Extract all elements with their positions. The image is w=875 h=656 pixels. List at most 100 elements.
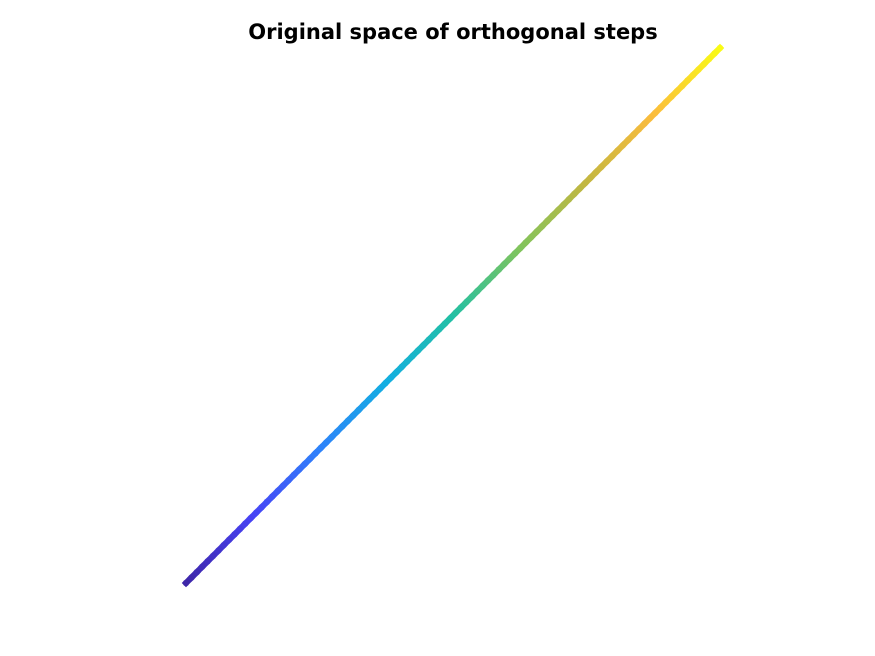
trajectory-point	[571, 190, 578, 198]
trajectory-point	[506, 255, 513, 262]
trajectory-point	[560, 201, 567, 208]
trajectory-point	[242, 520, 249, 527]
trajectory-point	[279, 482, 287, 489]
trajectory-point	[274, 487, 281, 495]
trajectory-point	[711, 50, 718, 57]
trajectory-point	[430, 331, 438, 338]
trajectory-point	[463, 298, 470, 306]
trajectory-point	[204, 558, 211, 565]
trajectory-point	[522, 239, 530, 246]
trajectory-point	[673, 88, 681, 95]
trajectory-point	[263, 498, 271, 506]
trajectory-point	[182, 579, 190, 587]
trajectory-point	[403, 358, 411, 365]
trajectory-point	[360, 401, 368, 408]
trajectory-point	[376, 385, 384, 392]
trajectory-point	[501, 260, 508, 268]
trajectory-point	[716, 44, 724, 52]
trajectory-point	[490, 271, 497, 279]
trajectory-point	[414, 347, 422, 354]
trajectory-point	[706, 55, 713, 63]
trajectory-point	[700, 61, 708, 68]
trajectory-point	[296, 466, 303, 473]
trajectory-point	[441, 320, 449, 327]
trajectory-point	[598, 163, 605, 171]
trajectory-point	[544, 217, 551, 225]
trajectory-point	[236, 525, 244, 533]
trajectory-point	[312, 450, 319, 457]
trajectory-point	[684, 77, 691, 84]
trajectory-point	[366, 396, 373, 403]
trajectory-point	[344, 417, 352, 425]
trajectory-point	[528, 233, 535, 241]
trajectory-point	[652, 109, 659, 117]
trajectory-point	[554, 206, 562, 214]
trajectory-point	[220, 541, 227, 549]
trajectory-point	[479, 282, 486, 289]
trajectory-point	[409, 352, 416, 360]
trajectory-point	[474, 287, 481, 295]
trajectory-point	[350, 412, 357, 419]
trajectory-point	[269, 493, 276, 500]
trajectory-point	[247, 514, 254, 522]
trajectory-point	[339, 423, 346, 430]
trajectory-point	[252, 509, 260, 516]
trajectory-point	[306, 455, 314, 462]
trajectory-point	[533, 228, 540, 235]
trajectory-point	[258, 504, 265, 511]
trajectory-point	[695, 66, 702, 73]
trajectory-point	[625, 136, 632, 144]
trajectory-point	[587, 174, 594, 181]
trajectory-point	[371, 390, 378, 398]
trajectory-point	[317, 444, 325, 452]
trajectory-point	[457, 304, 465, 311]
trajectory-point	[231, 531, 238, 538]
trajectory-point	[355, 406, 362, 414]
trajectory-point	[608, 152, 616, 160]
trajectory-point	[333, 428, 341, 435]
trajectory-point	[592, 169, 600, 176]
trajectory-point	[225, 536, 233, 543]
trajectory-point	[188, 574, 195, 581]
trajectory-point	[436, 325, 443, 333]
trajectory-point	[614, 147, 621, 154]
trajectory-point	[290, 471, 298, 479]
trajectory-series	[181, 43, 725, 588]
trajectory-point	[619, 142, 627, 149]
trajectory-point	[209, 552, 217, 560]
trajectory-point	[635, 125, 643, 133]
trajectory-point	[689, 71, 697, 79]
trajectory-point	[420, 342, 427, 349]
chart-title: Original space of orthogonal steps	[248, 20, 658, 44]
trajectory-point	[576, 185, 583, 192]
trajectory-point	[447, 315, 454, 322]
trajectory-point	[323, 439, 330, 446]
trajectory-point	[398, 363, 405, 371]
trajectory-point	[581, 179, 589, 187]
trajectory-point	[387, 374, 395, 381]
trajectory-point	[646, 115, 654, 122]
trajectory-point	[215, 547, 222, 554]
trajectory-point	[468, 293, 476, 300]
trajectory-point	[641, 120, 648, 127]
trajectory-point	[452, 309, 459, 316]
trajectory-point	[198, 563, 206, 570]
trajectory-point	[328, 433, 335, 441]
trajectory-point	[538, 223, 546, 230]
trajectory-point	[301, 460, 308, 468]
trajectory-point	[193, 568, 200, 576]
trajectory-point	[657, 104, 664, 111]
trajectory-point	[662, 98, 670, 106]
trajectory-point	[393, 369, 400, 376]
trajectory-point	[425, 336, 432, 344]
trajectory-point	[603, 158, 610, 165]
trajectory-point	[630, 131, 637, 138]
trajectory-point	[382, 379, 389, 387]
trajectory-point	[511, 250, 519, 257]
trajectory-point	[484, 277, 492, 284]
trajectory-point	[495, 266, 503, 273]
trajectory-point	[549, 212, 556, 219]
trajectory-point	[565, 196, 573, 203]
